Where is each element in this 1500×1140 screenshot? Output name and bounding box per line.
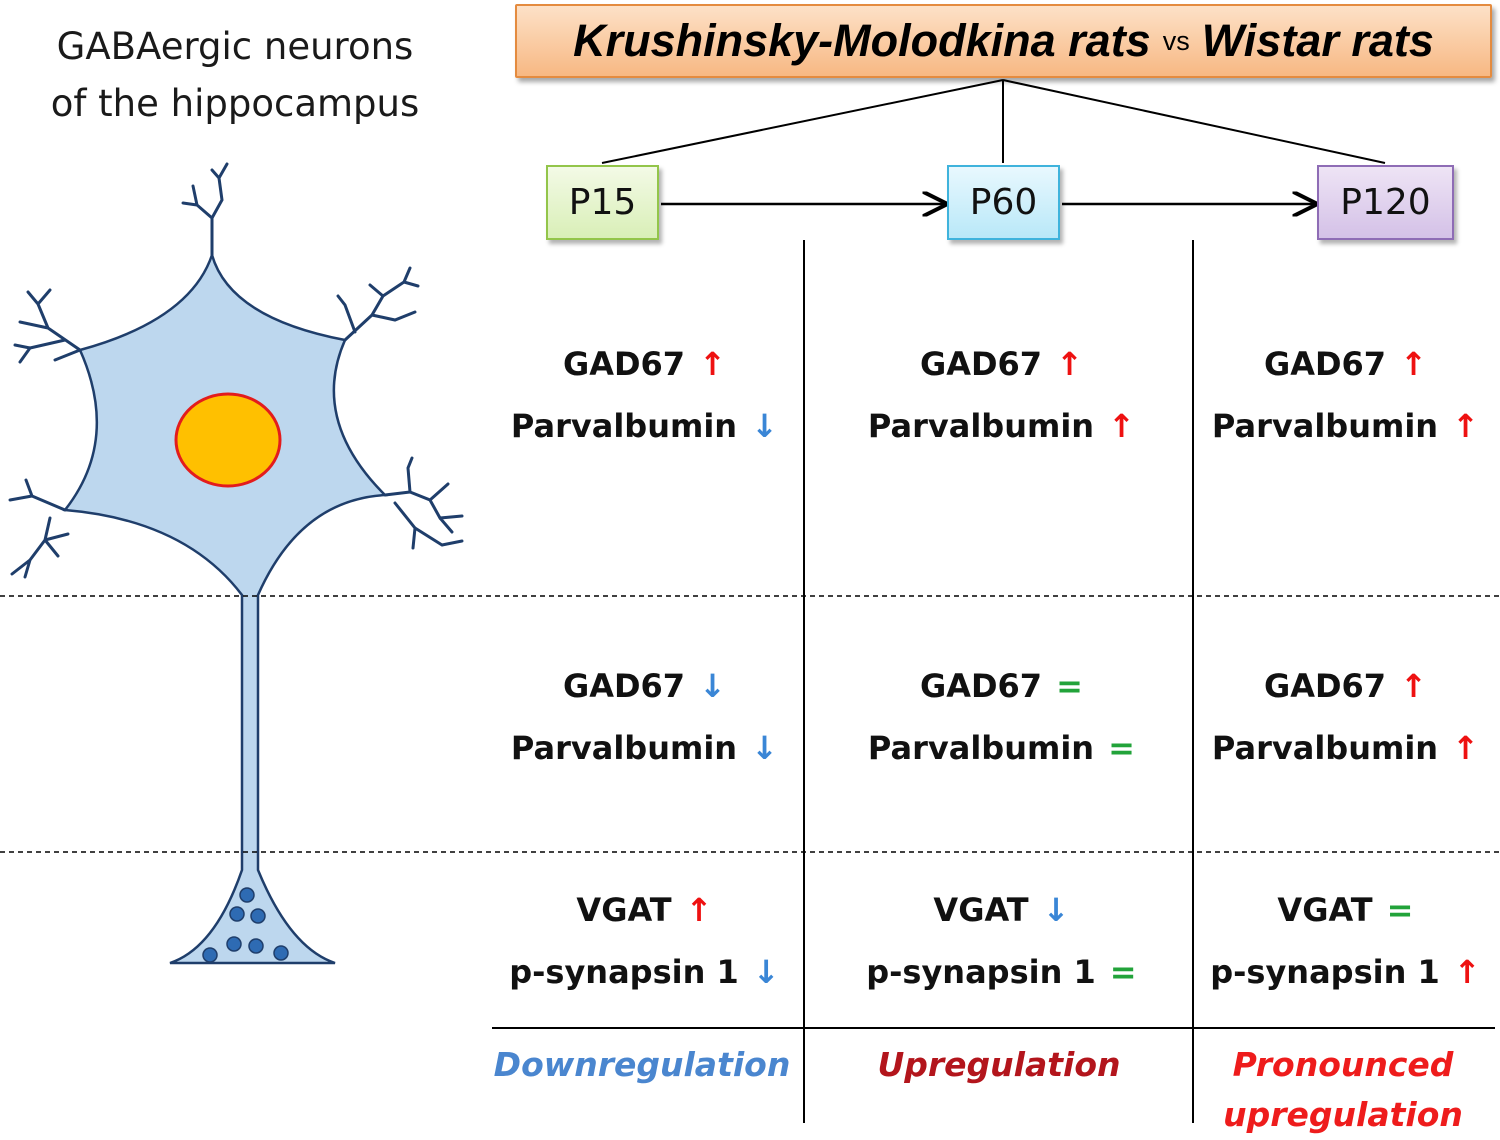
table-cell: VGAT ↑ p-synapsin 1 ↓ [452,879,832,1003]
table-cell: VGAT = p-synapsin 1 ↑ [1153,879,1500,1003]
table-cell: GAD67 ↑ Parvalbumin ↑ [1153,655,1500,779]
marker-entry: GAD67 ↑ [452,333,832,395]
marker-label: GAD67 [1263,345,1387,383]
marker-label: GAD67 [1263,667,1387,705]
marker-entry: GAD67 ↑ [1153,333,1500,395]
equal-sign-icon: = [1386,891,1414,929]
arrow-up-icon: ↑ [699,345,726,383]
marker-label: Parvalbumin [867,407,1095,445]
marker-label: VGAT [933,891,1029,929]
marker-label: GAD67 [919,345,1043,383]
marker-entry: VGAT ↓ [809,879,1189,941]
marker-entry: p-synapsin 1 ↓ [452,941,832,1003]
arrow-up-icon: ↑ [1452,729,1479,767]
table-cell: GAD67 ↑ Parvalbumin ↑ [809,333,1189,457]
marker-entry: GAD67 ↓ [452,655,832,717]
marker-label: VGAT [1277,891,1373,929]
arrow-up-icon: ↑ [1056,345,1083,383]
marker-label: p-synapsin 1 [509,953,739,991]
marker-entry: Parvalbumin ↓ [452,717,832,779]
equal-sign-icon: = [1109,953,1137,991]
vs-label: vs [1162,25,1190,56]
column-summary-line: Pronounced [1232,1045,1454,1084]
table-cell: GAD67 ↑ Parvalbumin ↓ [452,333,832,457]
arrow-down-icon: ↓ [752,953,780,991]
group-a-label: Krushinsky-Molodkina rats [573,15,1151,66]
neuron-cell-body [62,250,388,965]
marker-entry: VGAT = [1153,879,1500,941]
neuron-nucleus [174,392,282,488]
marker-label: p-synapsin 1 [1210,953,1440,991]
arrow-up-icon: ↑ [1453,953,1481,991]
marker-entry: p-synapsin 1 = [809,941,1189,1003]
equal-sign-icon: = [1108,729,1135,767]
marker-label: VGAT [576,891,672,929]
column-summary-line: Upregulation [877,1045,1121,1084]
column-summary-line: Downregulation [493,1045,791,1084]
group-b-label: Wistar rats [1201,15,1434,66]
marker-entry: VGAT ↑ [452,879,832,941]
column-summary-label: Pronounced upregulation [1153,1040,1500,1140]
marker-label: Parvalbumin [1211,407,1439,445]
arrow-up-icon: ↑ [1108,407,1135,445]
marker-label: p-synapsin 1 [866,953,1096,991]
marker-label: Parvalbumin [510,407,738,445]
arrow-up-icon: ↑ [1400,345,1427,383]
comparison-header: Krushinsky-Molodkina rats vs Wistar rats [515,4,1492,78]
marker-entry: GAD67 ↑ [809,333,1189,395]
marker-entry: GAD67 ↑ [1153,655,1500,717]
marker-label: GAD67 [562,667,686,705]
arrow-down-icon: ↓ [1042,891,1070,929]
marker-entry: GAD67 = [809,655,1189,717]
marker-entry: Parvalbumin = [809,717,1189,779]
marker-label: GAD67 [562,345,686,383]
neuron-illustration [8,162,464,965]
arrow-down-icon: ↓ [699,667,726,705]
neuron-title-line-2: of the hippocampus [50,82,420,125]
marker-label: Parvalbumin [510,729,738,767]
age-box-p120: P120 [1317,165,1454,240]
marker-entry: Parvalbumin ↓ [452,395,832,457]
table-grid [0,240,1500,1123]
synaptic-vesicles [202,887,289,963]
column-summary-line: upregulation [1223,1095,1463,1134]
neuron-title: GABAergic neurons of the hippocampus [10,18,460,132]
header-connectors [601,79,1386,164]
table-cell: GAD67 ↑ Parvalbumin ↑ [1153,333,1500,457]
marker-label: Parvalbumin [867,729,1095,767]
column-summary-label: Downregulation [452,1040,832,1090]
arrow-up-icon: ↑ [1452,407,1479,445]
table-cell: GAD67 = Parvalbumin = [809,655,1189,779]
marker-label: GAD67 [919,667,1043,705]
marker-entry: Parvalbumin ↑ [1153,395,1500,457]
age-box-p60: P60 [947,165,1060,240]
age-box-p15: P15 [546,165,659,240]
column-summary-label: Upregulation [809,1040,1189,1090]
marker-label: Parvalbumin [1211,729,1439,767]
neuron-dendrites [8,162,464,579]
arrow-up-icon: ↑ [1400,667,1427,705]
marker-entry: Parvalbumin ↑ [809,395,1189,457]
marker-entry: Parvalbumin ↑ [1153,717,1500,779]
marker-entry: p-synapsin 1 ↑ [1153,941,1500,1003]
arrow-down-icon: ↓ [751,407,778,445]
neuron-title-line-1: GABAergic neurons [56,25,414,68]
arrow-up-icon: ↑ [685,891,713,929]
arrow-down-icon: ↓ [751,729,778,767]
equal-sign-icon: = [1056,667,1083,705]
table-cell: GAD67 ↓ Parvalbumin ↓ [452,655,832,779]
table-cell: VGAT ↓ p-synapsin 1 = [809,879,1189,1003]
